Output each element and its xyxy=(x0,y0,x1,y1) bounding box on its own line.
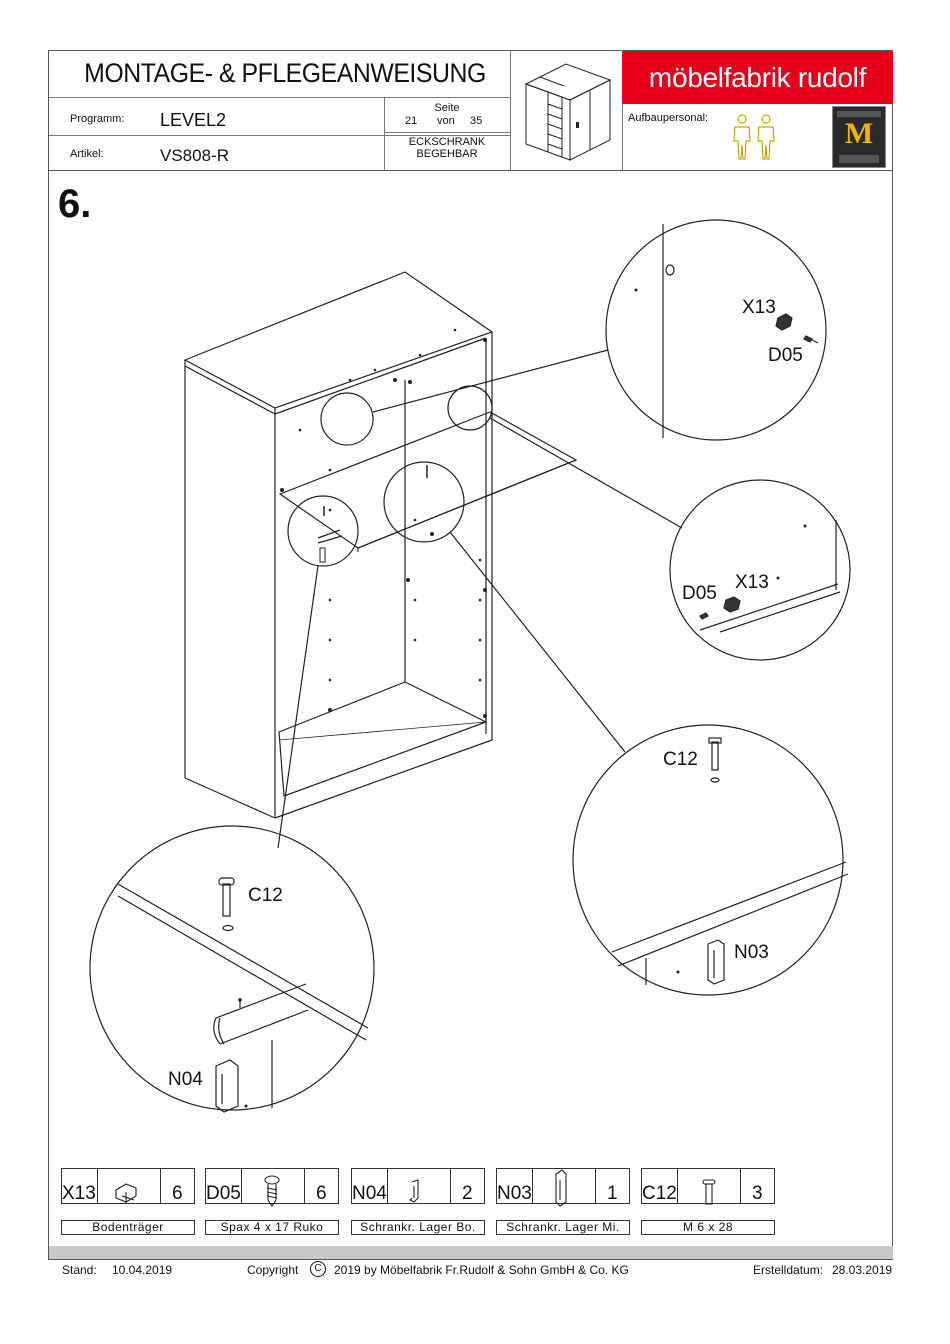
part-qty: 6 xyxy=(172,1183,183,1204)
copyright-text: 2019 by Möbelfabrik Fr.Rudolf & Sohn Gmb… xyxy=(334,1263,629,1277)
part-divider xyxy=(677,1168,678,1204)
seal-stripe xyxy=(837,111,881,117)
step-number: 6. xyxy=(58,182,92,226)
seite-current: 21 xyxy=(405,115,418,127)
part-divider xyxy=(97,1168,98,1204)
programm-label: Programm: xyxy=(70,113,125,125)
callout-c12: C12 xyxy=(248,885,283,906)
header-divider xyxy=(384,97,385,170)
product-line1: ECKSCHRANK xyxy=(408,136,486,148)
part-divider xyxy=(387,1168,388,1204)
footer-bar xyxy=(49,1246,893,1259)
part-qty: 3 xyxy=(752,1183,763,1204)
page-frame xyxy=(48,50,893,1260)
part-name: Schrankr. Lager Mi. xyxy=(496,1220,630,1235)
stand-date: 10.04.2019 xyxy=(112,1263,173,1277)
header-divider xyxy=(49,97,510,98)
header-divider xyxy=(384,132,510,133)
part-divider xyxy=(740,1168,741,1204)
product-line2: BEGEHBAR xyxy=(416,148,478,160)
part-qty: 1 xyxy=(607,1183,618,1204)
seal-stripe xyxy=(839,155,879,163)
brand-logo: möbelfabrik rudolf xyxy=(622,51,893,104)
part-code: N04 xyxy=(352,1183,387,1204)
part-code: C12 xyxy=(642,1183,677,1204)
part-code: N03 xyxy=(497,1183,532,1204)
header-divider xyxy=(622,50,623,170)
copyright-symbol-icon: C xyxy=(310,1261,326,1277)
part-box xyxy=(61,1168,195,1204)
part-divider xyxy=(450,1168,451,1204)
seal-letter: M xyxy=(844,117,874,150)
callout-n04: N04 xyxy=(168,1069,203,1090)
part-divider xyxy=(595,1168,596,1204)
wardrobe-bearing-bottom-icon xyxy=(409,1179,419,1203)
part-divider xyxy=(160,1168,161,1204)
part-code: X13 xyxy=(62,1183,96,1204)
header-bottom-line xyxy=(49,170,893,171)
copyright-label: Copyright xyxy=(247,1263,299,1277)
wardrobe-bearing-middle-icon xyxy=(555,1169,567,1207)
header-divider xyxy=(49,135,510,136)
callout-x13: X13 xyxy=(735,572,769,593)
artikel-label: Artikel: xyxy=(70,148,104,160)
callout-x13: X13 xyxy=(742,297,776,318)
part-box xyxy=(351,1168,485,1204)
part-box xyxy=(205,1168,339,1204)
part-code: D05 xyxy=(206,1183,241,1204)
programm-value: LEVEL2 xyxy=(160,110,227,130)
quality-seal: M xyxy=(832,106,886,168)
erstell-label: Erstelldatum: xyxy=(753,1263,824,1277)
part-qty: 6 xyxy=(316,1183,327,1204)
seite-von: von xyxy=(437,115,455,127)
callout-n03: N03 xyxy=(734,942,769,963)
part-name: M 6 x 28 xyxy=(641,1220,775,1235)
part-name: Bodenträger xyxy=(61,1220,195,1235)
callout-d05: D05 xyxy=(682,583,717,604)
part-name: Schrankr. Lager Bo. xyxy=(351,1220,485,1235)
two-persons-icon xyxy=(733,114,775,160)
document-title: MONTAGE- & PFLEGEANWEISUNG xyxy=(84,58,486,88)
seite-label: Seite xyxy=(434,102,460,114)
aufbaupersonal-label: Aufbaupersonal: xyxy=(628,112,709,124)
header-divider xyxy=(510,50,511,170)
product-thumbnail xyxy=(524,63,612,161)
shelf-support-icon xyxy=(115,1183,137,1204)
artikel-value: VS808-R xyxy=(160,146,229,165)
part-divider xyxy=(532,1168,533,1204)
part-qty: 2 xyxy=(462,1183,473,1204)
part-name: Spax 4 x 17 Ruko xyxy=(205,1220,339,1235)
erstell-date: 28.03.2019 xyxy=(832,1263,893,1277)
part-divider xyxy=(241,1168,242,1204)
part-divider xyxy=(304,1168,305,1204)
callout-c12: C12 xyxy=(663,749,698,770)
stand-label: Stand: xyxy=(62,1263,97,1277)
bolt-icon xyxy=(702,1179,716,1205)
screw-icon xyxy=(264,1175,280,1207)
callout-d05: D05 xyxy=(768,345,803,366)
seite-total: 35 xyxy=(470,115,483,127)
